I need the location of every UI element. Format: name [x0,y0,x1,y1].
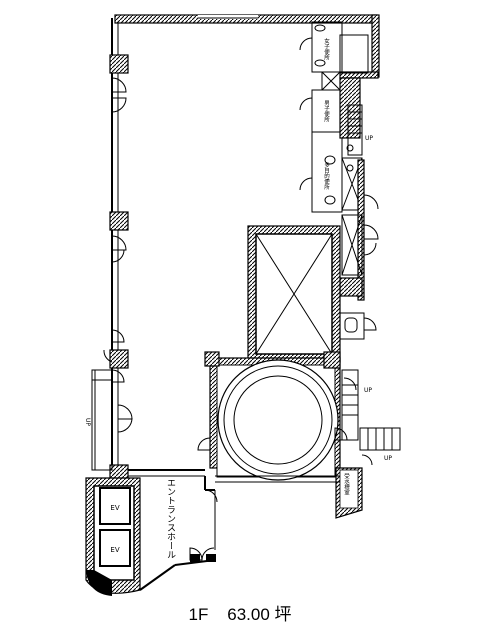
label-up-left: UP [84,418,91,426]
entrance-hall: エントランスホール [128,469,340,591]
stair-lower: UP UP 受水槽室 [335,369,401,519]
label-ev-2: EV [110,546,119,554]
stair-upper: UP [347,104,373,156]
floor-label: 1F [188,605,209,624]
label-pump-room: 受水槽室 [343,472,350,496]
floor-plan: UP 女子便所 男子便所 多目的便所 UP [84,14,401,596]
west-columns [109,54,129,484]
west-doors [103,77,133,433]
label-entrance-hall: エントランスホール [165,478,176,559]
floor-area: 63.00 [227,605,270,624]
east-corridor [339,159,379,340]
label-wc-male: 男子便所 [323,100,330,124]
label-up-stair-mid: UP [364,387,372,394]
label-wc-female: 女子便所 [323,37,330,62]
central-shaft [247,225,341,363]
elevator-shaft: EV EV [85,477,141,596]
label-up-right: UP [384,455,392,462]
label-up-stair-top: UP [365,135,373,142]
area-unit: 坪 [274,605,292,624]
round-atrium [197,351,348,481]
label-ev-1: EV [110,504,119,512]
floor-caption: 1F 63.00 坪 [0,600,480,625]
west-steps: UP [84,369,113,471]
restroom-block: 女子便所 男子便所 多目的便所 [299,21,369,213]
label-wc-multi: 多目的便所 [323,161,330,191]
